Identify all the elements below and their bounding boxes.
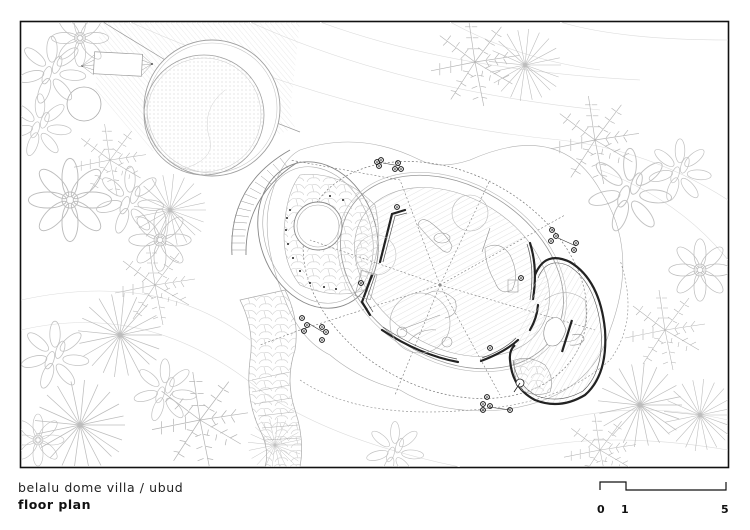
- site-contours: [21, 22, 728, 467]
- scale-label-0: 0: [597, 503, 605, 516]
- perimeter-dots: [285, 195, 344, 290]
- stepping-stone-path: [239, 289, 302, 467]
- plunge-pool: [293, 201, 343, 251]
- drawing-name: floor plan: [18, 497, 91, 512]
- dome-walls: [360, 208, 540, 364]
- path-step-lines: [251, 371, 301, 441]
- swimming-pool: [143, 39, 281, 177]
- scale-label-5: 5: [721, 503, 729, 516]
- deck-edge: [102, 22, 176, 67]
- side-table: [66, 86, 102, 122]
- hammock: [81, 51, 153, 77]
- scale-bar: [599, 481, 727, 491]
- bathroom-stone-floor: [513, 358, 552, 395]
- scale-label-1: 1: [621, 503, 629, 516]
- drawing-frame: [19, 20, 730, 469]
- exterior-stairs: [231, 149, 299, 256]
- secondary-dotted-outline: [299, 259, 629, 413]
- outdoor-lights: [299, 157, 579, 413]
- project-title: belalu dome villa / ubud: [18, 480, 184, 495]
